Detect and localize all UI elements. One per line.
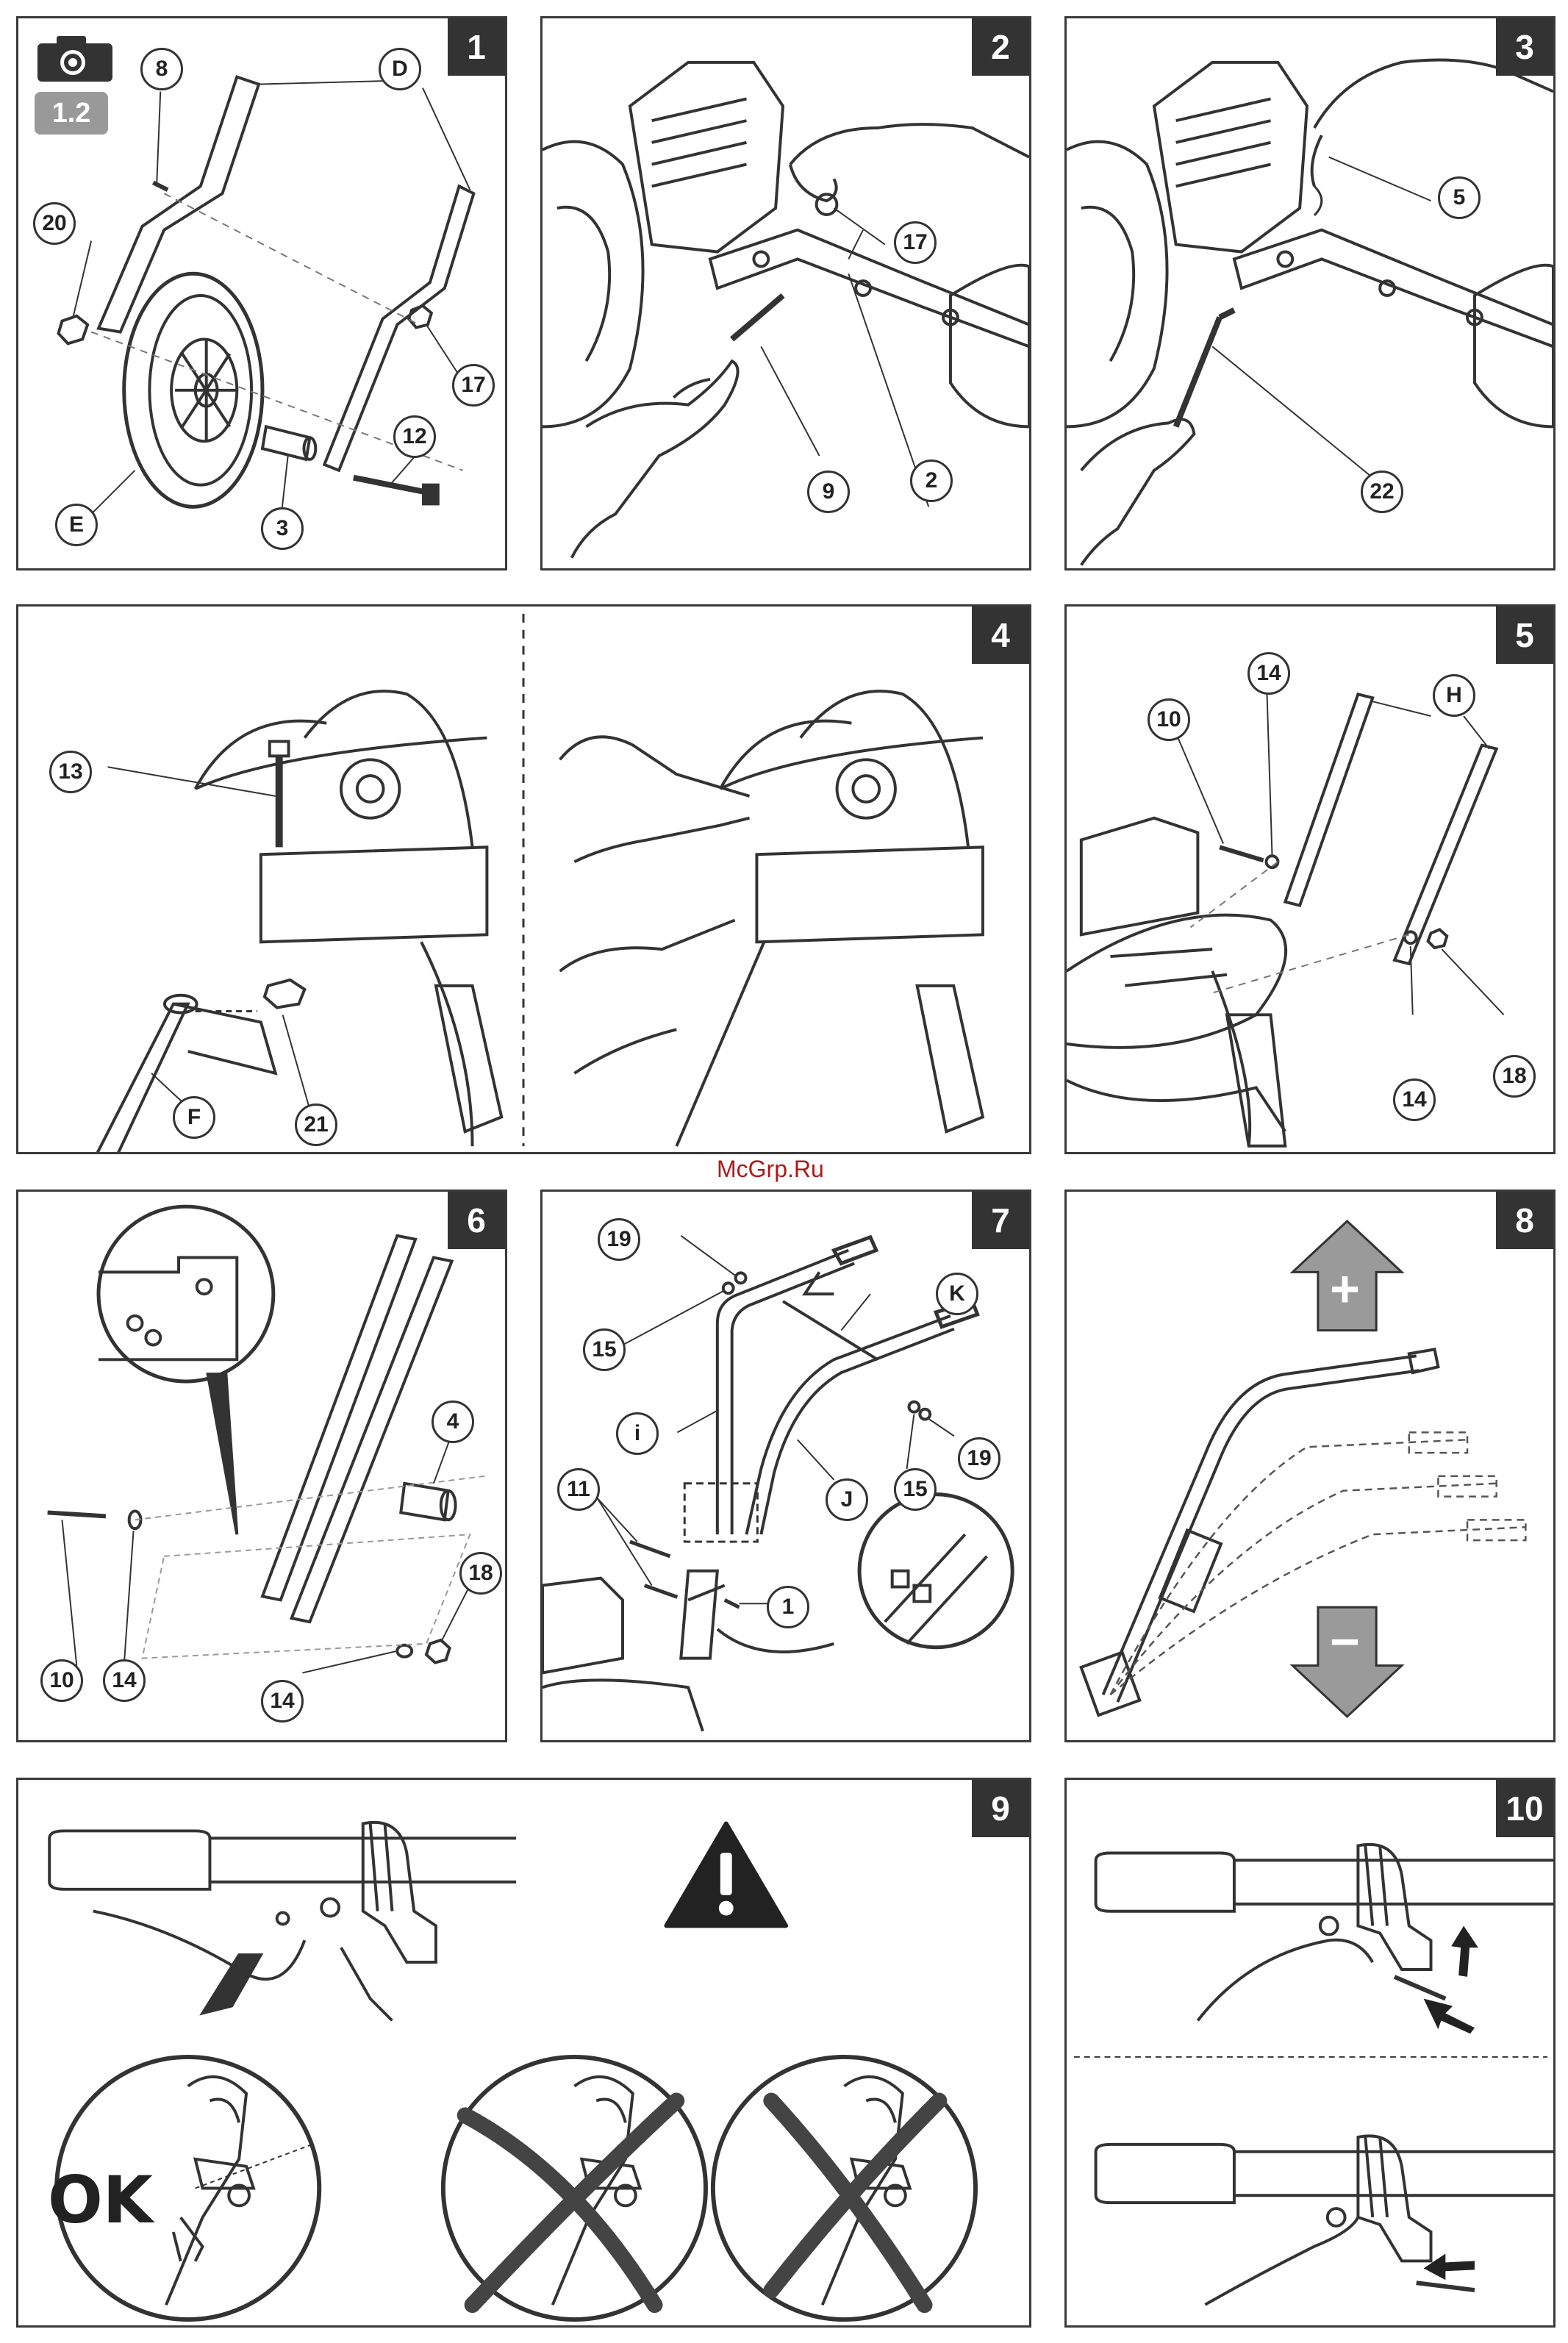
callout-14-bottom: 14 bbox=[261, 1680, 304, 1723]
handle-mount-drawing bbox=[18, 1192, 505, 1740]
panel-5: 5 bbox=[1064, 604, 1556, 1154]
callout-J: J bbox=[826, 1478, 868, 1521]
wheel-assembly-drawing bbox=[18, 18, 505, 568]
callout-14-top: 14 bbox=[1247, 652, 1290, 695]
panel-1: 1 1.2 bbox=[16, 16, 507, 570]
panel-10: 10 bbox=[1064, 1778, 1556, 2328]
callout-10: 10 bbox=[1148, 698, 1190, 741]
callout-17: 17 bbox=[452, 364, 495, 407]
plus-sign: + bbox=[1330, 1259, 1360, 1318]
callout-17: 17 bbox=[894, 221, 937, 264]
callout-E: E bbox=[55, 504, 98, 546]
ok-label: OK bbox=[48, 2162, 153, 2238]
callout-13: 13 bbox=[49, 751, 92, 793]
callout-14-bottom: 14 bbox=[1393, 1079, 1436, 1121]
callout-20: 20 bbox=[33, 202, 76, 245]
callout-12: 12 bbox=[393, 415, 436, 458]
callout-F: F bbox=[173, 1096, 215, 1139]
lever-adjust-drawing bbox=[1067, 1780, 1553, 2325]
callout-15-right: 15 bbox=[894, 1468, 937, 1511]
callout-4: 4 bbox=[432, 1401, 474, 1443]
callout-H: H bbox=[1433, 674, 1475, 717]
panel-4: 4 bbox=[16, 604, 1031, 1154]
callout-9: 9 bbox=[807, 471, 850, 513]
callout-10: 10 bbox=[40, 1659, 83, 1702]
panel-6: 6 bbox=[16, 1190, 507, 1742]
callout-19-top: 19 bbox=[598, 1218, 640, 1261]
panel-7: 7 bbox=[540, 1190, 1031, 1742]
minus-sign: − bbox=[1330, 1612, 1360, 1671]
height-adjust-drawing bbox=[1067, 1192, 1553, 1740]
panel-8: 8 + − bbox=[1064, 1190, 1556, 1742]
callout-8: 8 bbox=[140, 48, 183, 90]
callout-15-top: 15 bbox=[583, 1328, 626, 1371]
callout-2: 2 bbox=[910, 459, 953, 502]
callout-K: K bbox=[936, 1273, 978, 1315]
callout-3: 3 bbox=[261, 507, 304, 550]
callout-21: 21 bbox=[295, 1103, 337, 1146]
callout-18: 18 bbox=[1493, 1055, 1536, 1098]
panel-2: 2 bbox=[540, 16, 1031, 570]
callout-5: 5 bbox=[1438, 176, 1481, 219]
callout-D: D bbox=[379, 48, 421, 90]
callout-22: 22 bbox=[1361, 471, 1403, 513]
callout-18: 18 bbox=[459, 1552, 502, 1595]
panel-3: 3 5 22 bbox=[1064, 16, 1556, 570]
lever-installation-drawing bbox=[18, 1780, 1029, 2325]
pin-insertion-drawing bbox=[1067, 18, 1553, 568]
callout-14-left: 14 bbox=[103, 1659, 146, 1702]
callout-i: i bbox=[616, 1412, 659, 1455]
callout-1: 1 bbox=[767, 1586, 809, 1628]
callout-19-right: 19 bbox=[958, 1437, 1000, 1480]
panel-9: 9 bbox=[16, 1778, 1031, 2328]
handle-brackets-drawing bbox=[1067, 607, 1553, 1152]
watermark: McGrp.Ru bbox=[717, 1156, 824, 1183]
depth-stake-drawing bbox=[18, 607, 1029, 1152]
tiller-bracket-drawing bbox=[543, 18, 1029, 568]
callout-11: 11 bbox=[557, 1468, 600, 1511]
